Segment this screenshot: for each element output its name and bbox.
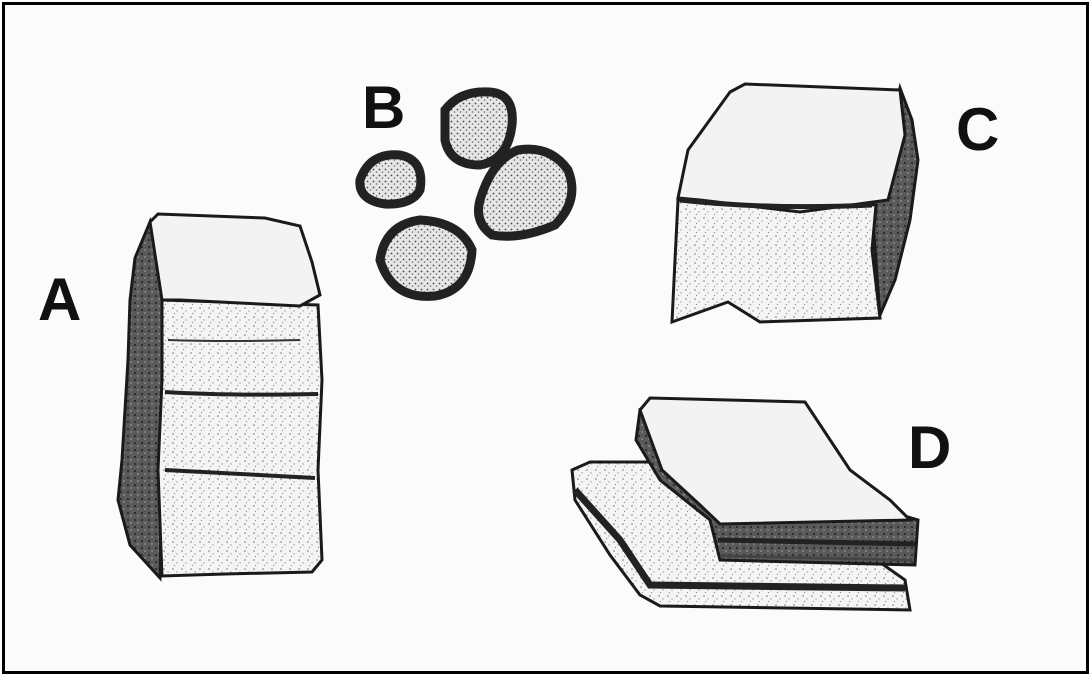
block-top-face bbox=[678, 84, 905, 212]
column-block-a bbox=[118, 214, 322, 578]
label-d: D bbox=[908, 418, 951, 478]
blocky-block-c bbox=[672, 84, 918, 322]
label-c: C bbox=[956, 100, 999, 160]
label-a: A bbox=[38, 270, 81, 330]
label-b: B bbox=[362, 78, 405, 138]
column-top-face bbox=[150, 214, 320, 306]
column-crack bbox=[168, 340, 300, 341]
platy-plates-d bbox=[572, 398, 918, 610]
crumb bbox=[360, 155, 421, 204]
crumb bbox=[380, 220, 472, 296]
block-front-face bbox=[672, 199, 880, 322]
